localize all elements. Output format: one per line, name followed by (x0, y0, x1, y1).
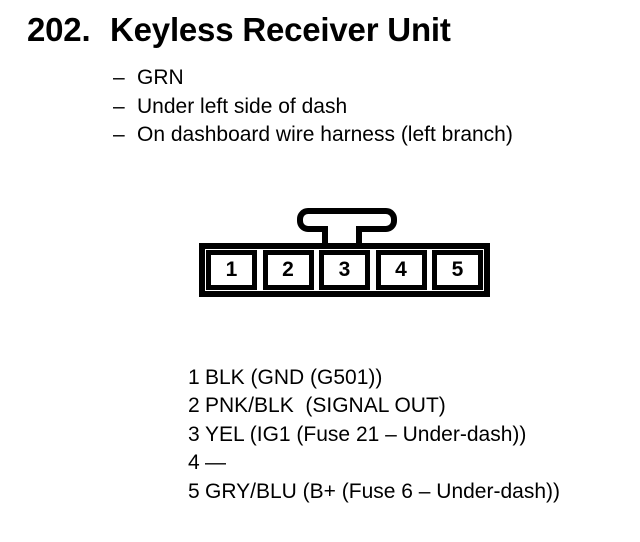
pin-label: YEL (IG1 (Fuse 21 – Under-dash)) (205, 422, 527, 446)
pin-number: 3 (188, 422, 200, 446)
connector-body: 1 2 3 4 5 (199, 243, 490, 297)
pin-label: — (205, 451, 226, 475)
note-dash: – (113, 94, 125, 118)
pinout-list: 1 BLK (GND (G501)) 2 PNK/BLK (SIGNAL OUT… (188, 364, 560, 506)
note-dash: – (113, 66, 125, 89)
pin-number: 4 (188, 451, 200, 475)
item-title: Keyless Receiver Unit (110, 11, 451, 48)
note-item: – On dashboard wire harness (left branch… (113, 121, 513, 150)
note-text: Under left side of dash (137, 94, 348, 118)
pinout-row: 3 YEL (IG1 (Fuse 21 – Under-dash)) (188, 421, 560, 449)
pinout-row: 4 — (188, 449, 560, 477)
connector-pin-cavity: 1 (206, 250, 257, 290)
pin-label: BLK (GND (G501)) (205, 366, 383, 389)
note-item: – Under left side of dash (113, 93, 513, 122)
pin-number: 5 (188, 479, 200, 503)
connector-pin-cavity: 5 (432, 250, 483, 290)
pin-label: PNK/BLK (SIGNAL OUT) (205, 394, 446, 418)
pinout-row: 5 GRY/BLU (B+ (Fuse 6 – Under-dash)) (188, 478, 560, 506)
note-item: – GRN (113, 64, 513, 93)
pin-number: 2 (188, 394, 200, 418)
location-notes: – GRN – Under left side of dash – On das… (113, 64, 513, 150)
connector-pin-cavity: 4 (375, 250, 427, 290)
connector-pin-cavity: 3 (319, 250, 370, 290)
pin-number: 1 (188, 366, 200, 389)
pin-label: GRY/BLU (B+ (Fuse 6 – Under-dash)) (205, 479, 561, 503)
note-text: On dashboard wire harness (left branch) (137, 123, 513, 146)
connector-pin-cavity: 2 (262, 250, 314, 290)
pinout-row: 2 PNK/BLK (SIGNAL OUT) (188, 392, 560, 420)
note-dash: – (113, 123, 125, 146)
item-number: 202. (27, 11, 91, 48)
connector-latch-stem (322, 226, 362, 248)
note-text: GRN (137, 66, 184, 89)
page-title: 202. Keyless Receiver Unit (27, 11, 451, 49)
pinout-row: 1 BLK (GND (G501)) (188, 364, 560, 392)
